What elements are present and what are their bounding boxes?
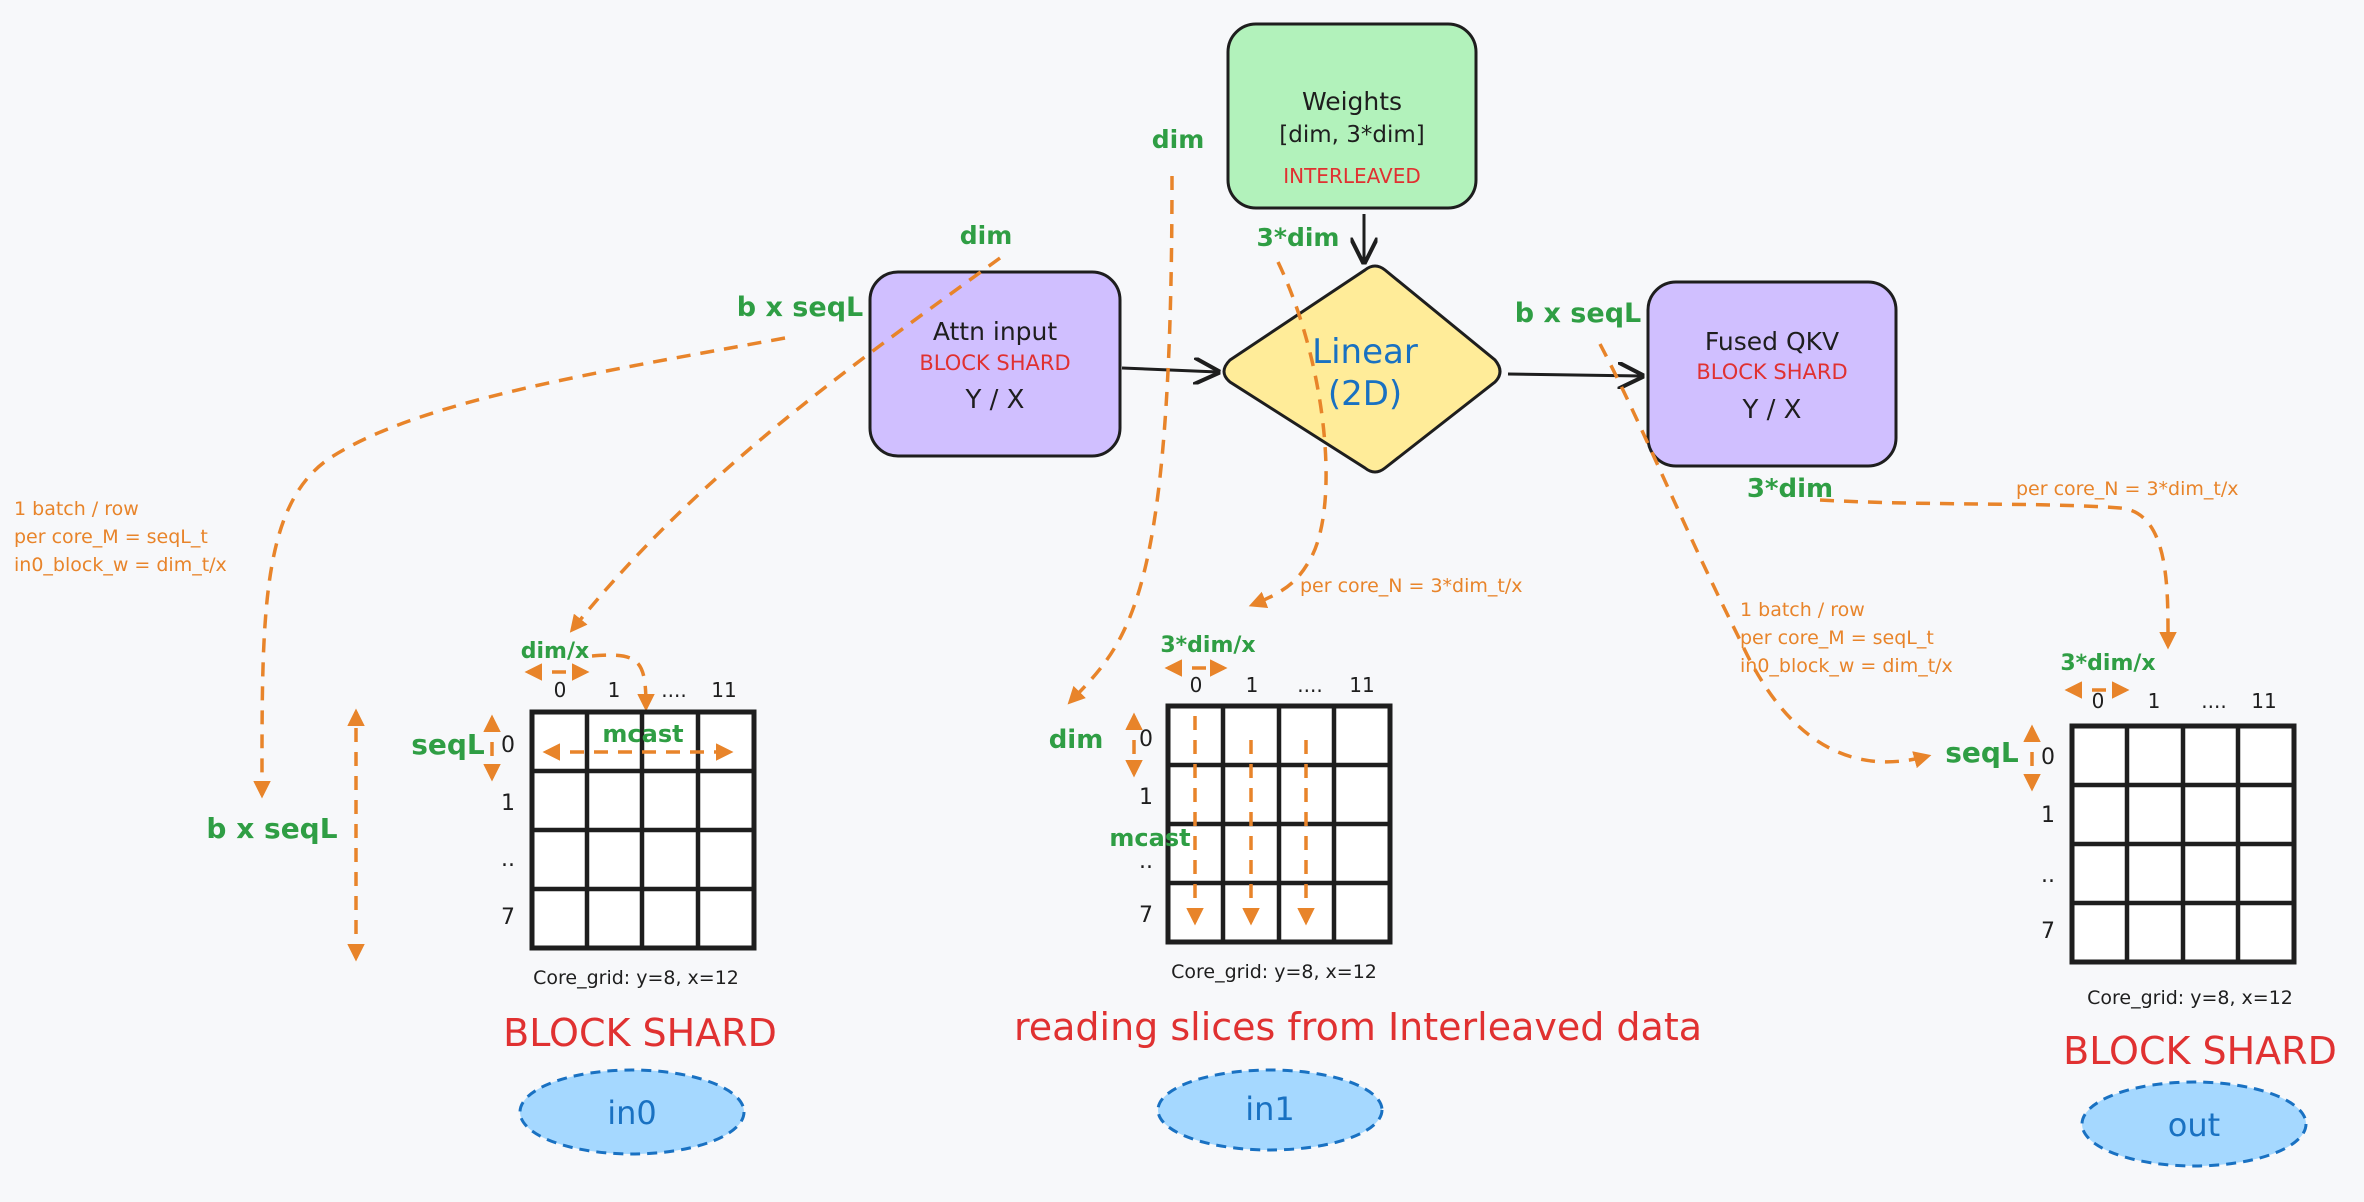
out-row-tick: .. [2041,863,2055,888]
out-col-tick: 0 [2092,689,2105,713]
out-core-grid-label: Core_grid: y=8, x=12 [2087,987,2293,1009]
in1-row-tick: .. [1139,849,1153,874]
b-seql-to-in0-edge [253,336,786,799]
in1-col-dim-label: 3*dim/x [1160,633,1255,658]
in0-col-bend-arrow [591,653,655,712]
in1-col-tick: 1 [1246,673,1259,697]
weights-node[interactable]: Weights [dim, 3*dim] INTERLEAVED [1226,22,1478,210]
out-col-tick: 11 [2251,689,2276,713]
linear-subtitle: (2D) [1328,374,1402,414]
in1-row-tick: 0 [1139,727,1153,752]
in0-row-tick: 0 [501,733,515,758]
out-row-dim-label: seqL [1945,736,2019,769]
in1-tag-label: in1 [1245,1090,1295,1128]
out-note-line: per core_M = seqL_t [1740,627,1934,649]
in0-row-tick: 7 [501,905,515,930]
in1-col-tick: 0 [1190,673,1203,697]
out-col-tick: 1 [2148,689,2161,713]
attn-input-node[interactable]: Attn input BLOCK SHARD Y / X [868,270,1122,458]
attn-input-split: Y / X [965,385,1025,415]
in0-grid-group: b x seqL dim/x seqL 0 1 .... 11 0 1 .. 7… [206,639,777,1156]
in1-mcast-label: mcast [1109,824,1190,852]
in0-col-dim-label: dim/x [521,639,589,664]
in0-note-line: in0_block_w = dim_t/x [14,554,227,576]
b-seql-to-out-edge [1598,343,1932,769]
out-caption: BLOCK SHARD [2063,1029,2337,1073]
fused-qkv-title: Fused QKV [1705,327,1839,356]
b-seql-out-label: b x seqL [1515,298,1641,329]
in1-col-tick: 11 [1349,673,1374,697]
in0-mcast-label: mcast [602,720,683,748]
linear-title: Linear [1312,332,1418,372]
out-row-tick: 1 [2041,803,2055,828]
in0-note-line: 1 batch / row [14,498,139,520]
three-dim-weights-label: 3*dim [1257,223,1340,252]
out-col-dim-label: 3*dim/x [2060,651,2155,676]
out-note-line: in0_block_w = dim_t/x [1740,655,1953,677]
in1-row-dim-label: dim [1049,725,1104,755]
in0-col-tick: 0 [554,678,567,702]
three-dim-to-out-edge [1819,498,2177,650]
in0-tag-label: in0 [607,1094,657,1132]
in0-side-label: b x seqL [206,812,337,845]
dim-weights-label: dim [1152,125,1205,154]
in1-row-tick: 7 [1139,903,1153,928]
in1-tag [1156,1068,1384,1152]
attn-to-linear-arrow [1121,368,1218,372]
in1-note: per core_N = 3*dim_t/x [1300,575,1523,597]
out-grid-group: 3*dim/x seqL 0 1 .... 11 0 1 .. 7 Core_g… [1945,651,2337,1168]
dim-to-in0-edge [569,256,1002,633]
in0-col-tick: 1 [608,678,621,702]
out-col-tick: .... [2201,689,2226,713]
attn-input-layout: BLOCK SHARD [919,351,1070,375]
out-row-tick: 7 [2041,919,2055,944]
in0-notes: 1 batch / row per core_M = seqL_t in0_bl… [14,498,227,576]
in0-col-tick: .... [661,678,686,702]
dim-to-in1-edge [1067,175,1174,705]
out-notes: 1 batch / row per core_M = seqL_t in0_bl… [1740,599,1953,677]
linear-node[interactable]: Linear (2D) [1222,264,1502,474]
in1-caption: reading slices from Interleaved data [1014,1005,1702,1049]
in1-core-grid-label: Core_grid: y=8, x=12 [1171,961,1377,983]
attn-input-title: Attn input [933,317,1058,346]
three-dim-to-in1-edge [1248,261,1328,608]
linear-to-qkv-arrow [1507,374,1642,376]
in0-tag [518,1068,746,1156]
in0-col-tick: 11 [711,678,736,702]
in0-core-grid-label: Core_grid: y=8, x=12 [533,967,739,989]
in0-row-tick: .. [501,847,515,872]
in0-caption: BLOCK SHARD [503,1011,777,1055]
in1-col-tick: .... [1297,673,1322,697]
fused-qkv-split: Y / X [1742,395,1802,425]
out-tag [2080,1080,2308,1168]
three-dim-out-label: 3*dim [1747,474,1833,504]
b-seql-attn-label: b x seqL [737,292,863,323]
fused-qkv-node[interactable]: Fused QKV BLOCK SHARD Y / X [1646,280,1898,468]
out-row-tick: 0 [2041,745,2055,770]
dim-attn-label: dim [960,221,1013,250]
in1-grid-group: 3*dim/x dim 0 1 .... 11 0 1 .. 7 mcast C… [1014,633,1702,1152]
out-n-note: per core_N = 3*dim_t/x [2016,478,2239,500]
in1-row-tick: 1 [1139,785,1153,810]
in0-row-dim-label: seqL [411,728,485,761]
fused-qkv-layout: BLOCK SHARD [1696,360,1847,384]
out-tag-label: out [2168,1106,2220,1144]
weights-shape: [dim, 3*dim] [1279,122,1425,148]
weights-title: Weights [1302,87,1402,116]
in0-note-line: per core_M = seqL_t [14,526,208,548]
in0-row-tick: 1 [501,791,515,816]
out-note-line: 1 batch / row [1740,599,1865,621]
weights-layout: INTERLEAVED [1283,164,1421,188]
